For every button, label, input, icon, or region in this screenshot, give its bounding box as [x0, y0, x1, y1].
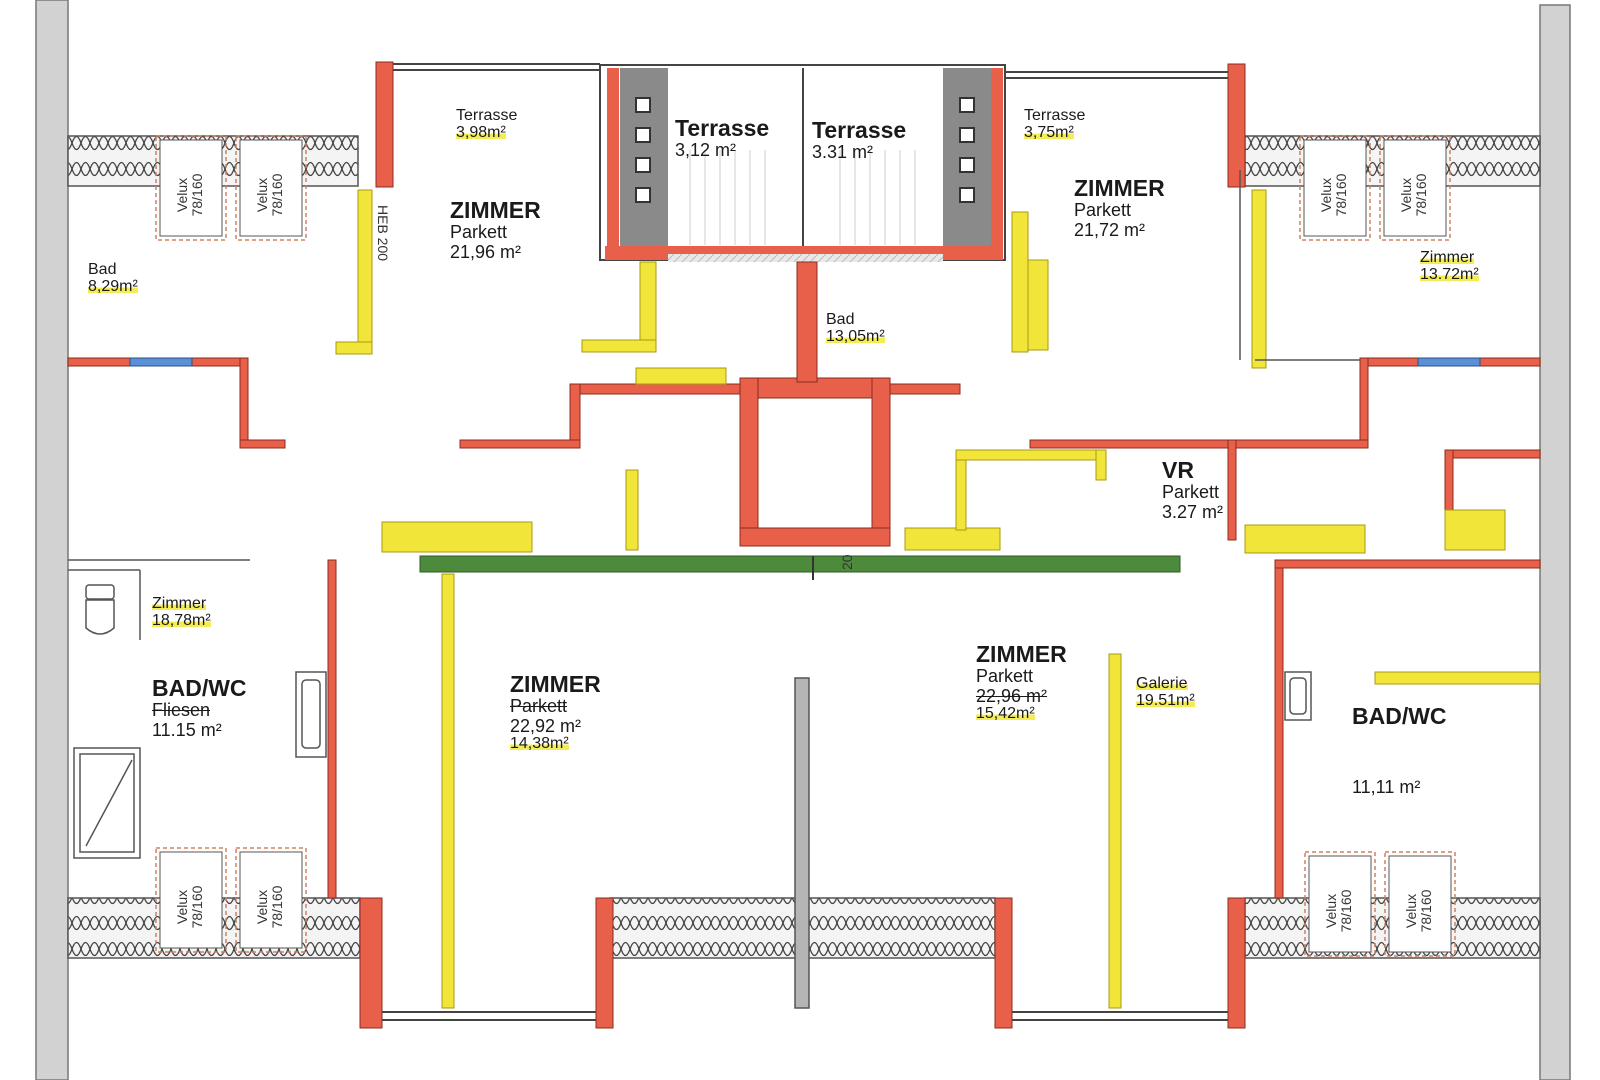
sink-right-icon — [1284, 671, 1312, 721]
vr-label: VR Parkett 3.27 m² — [1162, 457, 1224, 522]
terrasse-center-left-label: Terrasse 3,12 m² — [675, 115, 770, 160]
terrace-block — [599, 64, 1006, 262]
terrasse-right-label: Terrasse 3,75m² — [1024, 107, 1086, 141]
galerie-label: Galerie 19.51m² — [1136, 675, 1195, 709]
sink-left-icon — [295, 671, 327, 758]
zimmer-top-right-label: ZIMMER Parkett 21,72 m² — [1074, 175, 1165, 240]
steel-beam — [419, 555, 1181, 573]
beam-label: HEB 200 — [375, 205, 391, 261]
zimmer-bottom-center-label: ZIMMER Parkett 22,92 m² 14,38m² — [510, 671, 601, 753]
zimmer-bottom-right-label: ZIMMER Parkett 22,96 m² 15,42m² — [976, 641, 1067, 723]
zimmer-right-small-label: Zimmer 13.72m² — [1420, 249, 1479, 283]
bad-center-label: Bad 13,05m² — [826, 311, 885, 345]
zimmer-top-left-label: ZIMMER Parkett 21,96 m² — [450, 197, 541, 262]
thin-walls — [68, 170, 1360, 640]
window-markers — [129, 357, 1481, 367]
terrasse-left-label: Terrasse 3,98m² — [456, 107, 518, 141]
top-windows — [393, 63, 1228, 79]
badwc-right-label: BAD/WC — [1352, 703, 1447, 729]
center-wall — [794, 677, 810, 1009]
walls-yellow — [335, 189, 1541, 1009]
toilet-left-icon — [85, 584, 115, 635]
bad-left-label: Bad 8,29m² — [88, 261, 138, 295]
terrasse-center-right-label: Terrasse 3.31 m² — [812, 117, 907, 162]
velux-fill — [159, 139, 1452, 953]
bottom-windows — [382, 1011, 1228, 1021]
dimension-label: 20 — [839, 554, 855, 570]
shower-left-icon — [73, 747, 141, 859]
badwc-right-area: 11,11 m² — [1352, 777, 1421, 797]
velux-frames — [155, 135, 1456, 957]
outer-walls — [35, 0, 1571, 1080]
zimmer-left-small-label: Zimmer 18,78m² — [152, 595, 211, 629]
walls-orange — [67, 61, 1541, 1029]
badwc-left-label: BAD/WC Fliesen 11.15 m² — [152, 675, 247, 740]
